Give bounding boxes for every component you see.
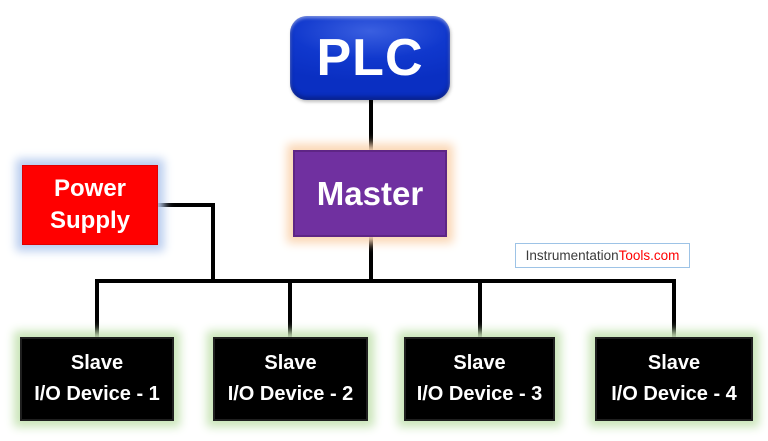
master-node: Master xyxy=(293,150,447,237)
connector-power-supply-vertical xyxy=(211,203,215,283)
slave-3-label-line2: I/O Device - 3 xyxy=(416,383,543,405)
slave-node-2: Slave I/O Device - 2 xyxy=(213,337,368,421)
plc-node: PLC xyxy=(290,16,450,100)
slave-node-1: Slave I/O Device - 1 xyxy=(20,337,174,421)
watermark-text-accent: Tools.com xyxy=(618,248,680,263)
watermark-text-main: Instrumentation xyxy=(525,248,619,263)
slave-1-label-line1: Slave xyxy=(70,352,124,374)
slave-4-label-line2: I/O Device - 4 xyxy=(611,383,737,405)
power-supply-label-line1: Power xyxy=(53,174,127,202)
connector-bus-to-slave-1 xyxy=(95,283,99,338)
connector-bus-to-slave-2 xyxy=(288,283,292,338)
connector-master-to-bus xyxy=(369,237,373,281)
slave-4-label-line1: Slave xyxy=(647,352,701,374)
power-supply-label-line2: Supply xyxy=(49,207,130,234)
bus-line xyxy=(95,279,676,283)
connector-plc-to-master xyxy=(369,100,373,150)
slave-node-4: Slave I/O Device - 4 xyxy=(595,337,753,421)
plc-node-label: PLC xyxy=(316,29,424,87)
slave-2-label-line2: I/O Device - 2 xyxy=(227,383,354,405)
master-node-label: Master xyxy=(316,174,424,212)
connector-bus-to-slave-4 xyxy=(672,283,676,338)
slave-3-label-line1: Slave xyxy=(453,352,506,374)
slave-1-label-line2: I/O Device - 1 xyxy=(34,383,160,405)
power-supply-node: Power Supply xyxy=(22,165,158,245)
slave-2-label-line1: Slave xyxy=(264,352,317,374)
connector-power-supply-horizontal xyxy=(158,203,215,207)
slave-node-3: Slave I/O Device - 3 xyxy=(404,337,555,421)
connector-bus-to-slave-3 xyxy=(478,283,482,338)
